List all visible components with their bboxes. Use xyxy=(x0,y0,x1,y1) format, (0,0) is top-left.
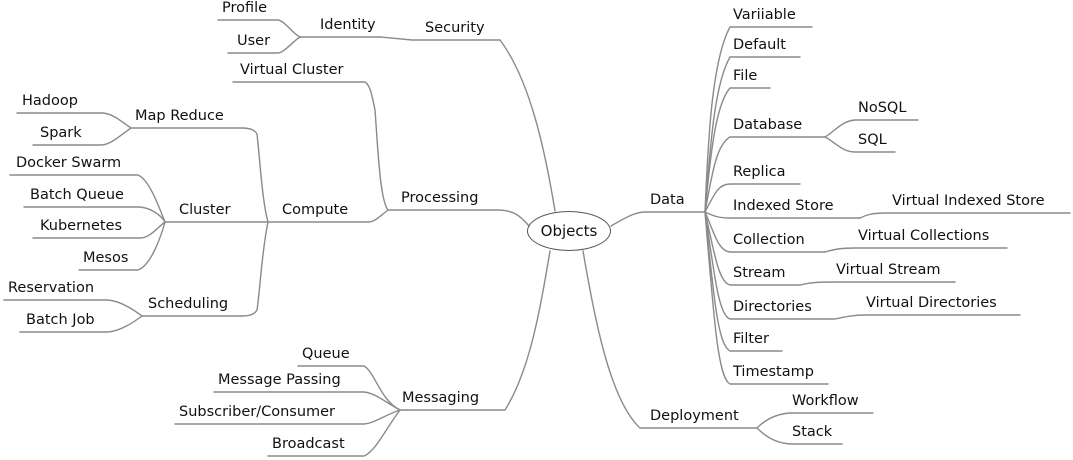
node-broadcast: Broadcast xyxy=(272,436,345,452)
edge-processing-compute xyxy=(267,209,389,223)
node-nosql: NoSQL xyxy=(858,100,907,116)
node-replica: Replica xyxy=(733,164,786,180)
node-deployment: Deployment xyxy=(650,408,739,424)
node-stream: Stream xyxy=(733,265,786,281)
node-indexed-store: Indexed Store xyxy=(733,198,834,214)
node-security: Security xyxy=(425,20,485,36)
node-spark: Spark xyxy=(40,125,82,141)
node-virtual-stream: Virtual Stream xyxy=(836,262,941,278)
node-profile: Profile xyxy=(222,0,268,16)
node-collection: Collection xyxy=(733,232,805,248)
edge-objects-deployment xyxy=(582,250,758,429)
node-map-reduce: Map Reduce xyxy=(135,108,224,124)
node-sql: SQL xyxy=(858,132,887,148)
node-message-passing: Message Passing xyxy=(218,372,341,388)
node-workflow: Workflow xyxy=(792,393,859,409)
node-hadoop: Hadoop xyxy=(22,93,78,109)
node-batch-job: Batch Job xyxy=(26,312,95,328)
node-subscriber-consumer: Subscriber/Consumer xyxy=(179,404,336,420)
node-mesos: Mesos xyxy=(83,250,129,266)
node-virtual-cluster: Virtual Cluster xyxy=(240,62,344,78)
edge-objects-messaging xyxy=(399,250,551,411)
node-filter: Filter xyxy=(733,331,769,347)
node-reservation: Reservation xyxy=(8,280,95,296)
node-queue: Queue xyxy=(302,346,350,362)
node-user: User xyxy=(237,33,271,49)
node-cluster: Cluster xyxy=(179,202,231,218)
edge-objects-processing xyxy=(387,209,530,227)
node-directories: Directories xyxy=(733,299,812,315)
root-node xyxy=(527,211,611,251)
node-virtual-indexed-store: Virtual Indexed Store xyxy=(892,193,1045,209)
node-file: File xyxy=(733,68,758,84)
node-processing: Processing xyxy=(401,190,479,206)
node-batch-queue: Batch Queue xyxy=(30,187,124,203)
node-kubernetes: Kubernetes xyxy=(40,218,123,234)
root-node-label: Objects xyxy=(540,222,598,240)
node-compute: Compute xyxy=(282,202,349,218)
node-database: Database xyxy=(733,117,803,133)
node-default: Default xyxy=(733,37,786,53)
node-identity: Identity xyxy=(320,17,376,33)
node-timestamp: Timestamp xyxy=(733,364,814,380)
node-docker-swarm: Docker Swarm xyxy=(16,155,122,171)
edge-objects-security xyxy=(499,39,556,212)
edge-objects-data xyxy=(610,211,706,227)
node-variable: Variiable xyxy=(733,7,796,23)
node-virtual-directories: Virtual Directories xyxy=(866,295,997,311)
node-virtual-collections: Virtual Collections xyxy=(858,228,990,244)
node-stack: Stack xyxy=(792,424,833,440)
node-scheduling: Scheduling xyxy=(148,296,229,312)
node-messaging: Messaging xyxy=(402,390,480,406)
node-data: Data xyxy=(650,192,685,208)
